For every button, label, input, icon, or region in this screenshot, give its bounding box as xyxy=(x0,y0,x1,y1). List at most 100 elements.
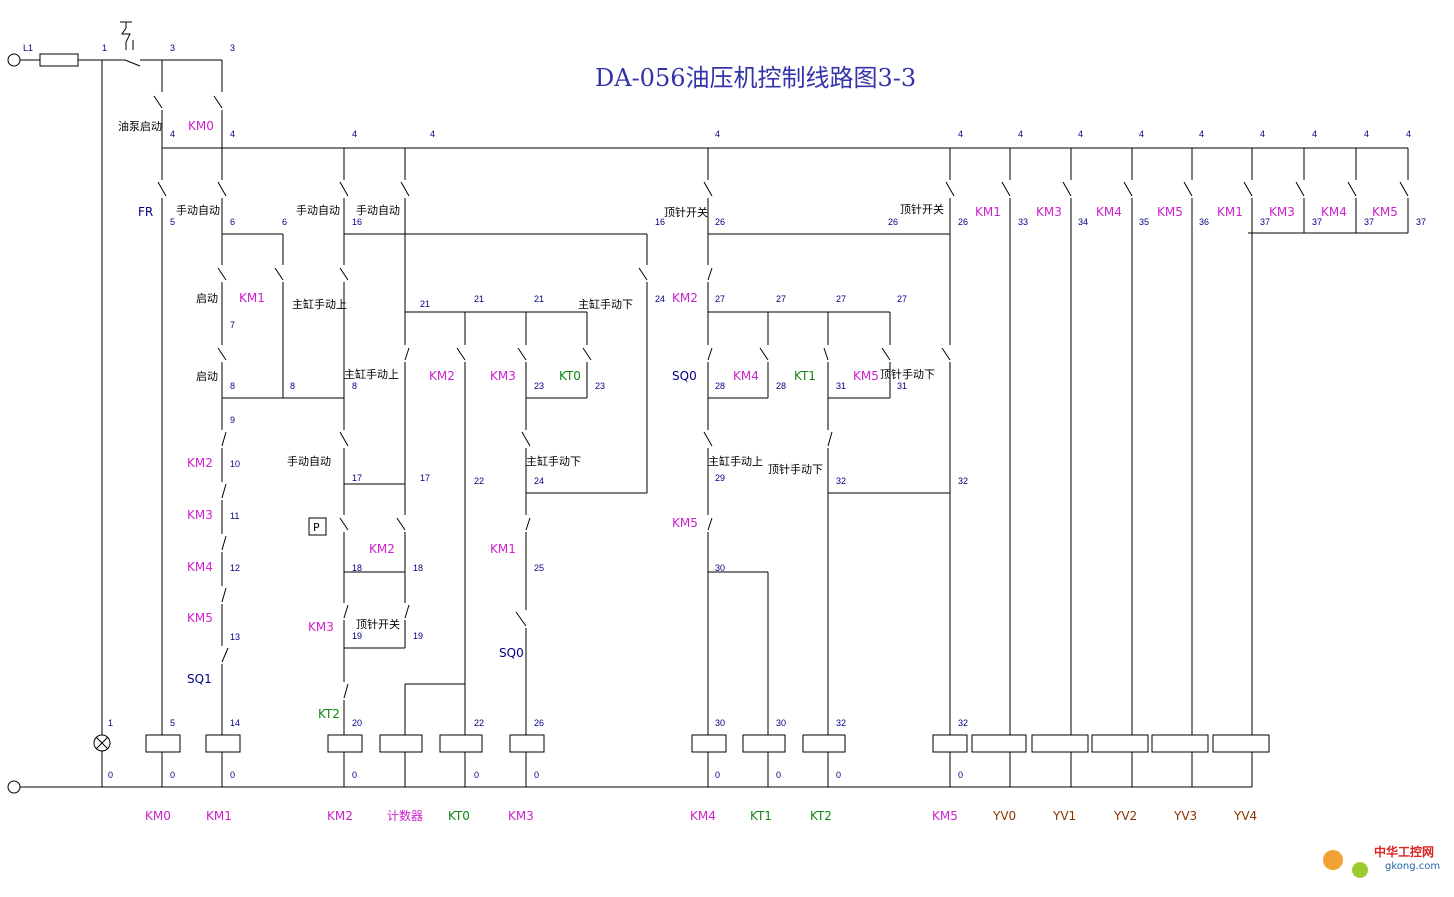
wire-5b: 5 xyxy=(170,718,175,728)
contact-km5-a: KM5 xyxy=(187,611,213,625)
label-start-1: 启动 xyxy=(196,292,218,305)
wire-3b: 3 xyxy=(230,43,235,53)
wire-0i: 0 xyxy=(836,770,841,780)
contact-sq0-a: SQ0 xyxy=(499,646,524,660)
coil-symbols xyxy=(145,734,1270,753)
wire-4b: 4 xyxy=(230,129,235,139)
wire-27a: 27 xyxy=(715,294,725,304)
wire-37d: 37 xyxy=(1416,217,1426,227)
wire-4h: 4 xyxy=(1078,129,1083,139)
switch-labels: 油泵启动 手动自动 手动自动 手动自动 启动 启动 主缸手动上 主缸手动上 手动… xyxy=(23,43,944,631)
wire-31b: 31 xyxy=(897,381,907,391)
wire-32c: 32 xyxy=(836,718,846,728)
coil-label-kt2: KT2 xyxy=(810,809,832,823)
wire-8a: 8 xyxy=(230,381,235,391)
gear-icon xyxy=(1323,850,1343,870)
wire-21b: 22 xyxy=(474,718,484,728)
coil-kt1 xyxy=(742,734,786,753)
contact-km5-d: KM5 xyxy=(1157,205,1183,219)
label-pressure-switch: P xyxy=(313,521,320,534)
label-manual-auto-1: 手动自动 xyxy=(176,203,220,217)
coil-km5 xyxy=(932,734,968,753)
contact-km1-b: KM1 xyxy=(490,542,516,556)
wire-9: 9 xyxy=(230,415,235,425)
label-start-2: 启动 xyxy=(196,370,218,383)
label-ejector-switch-2: 顶针开关 xyxy=(664,205,708,219)
wire-33: 33 xyxy=(1018,217,1028,227)
wire-16a: 17 xyxy=(352,473,362,483)
wire-17a: 18 xyxy=(352,563,362,573)
wire-26c: 26 xyxy=(958,217,968,227)
wire-4e: 4 xyxy=(715,129,720,139)
label-ejector-switch-1: 顶针开关 xyxy=(356,617,400,631)
coil-label-km1: KM1 xyxy=(206,809,232,823)
label-ejector-down-2: 顶针手动下 xyxy=(880,367,935,381)
wire-17b: 18 xyxy=(413,563,423,573)
coil-kt0 xyxy=(439,734,483,753)
label-main-cyl-down-1: 主缸手动下 xyxy=(578,297,633,311)
label-ejector-switch-3: 顶针开关 xyxy=(900,202,944,216)
label-main-cyl-up-2: 主缸手动上 xyxy=(344,367,399,381)
coil-label-km2: KM2 xyxy=(327,809,353,823)
watermark-site: gkong.com xyxy=(1385,861,1440,872)
coil-counter xyxy=(379,734,423,753)
wire-numbers: 1 3 3 4 4 4 4 4 4 4 4 4 4 4 4 4 4 5 6 6 … xyxy=(102,43,1426,780)
coil-yv0 xyxy=(971,734,1027,753)
wire-37a: 37 xyxy=(1260,217,1270,227)
wire-22b: 23 xyxy=(595,381,605,391)
wire-34: 34 xyxy=(1078,217,1088,227)
wire-7: 7 xyxy=(230,320,235,330)
wire-13: 13 xyxy=(230,632,240,642)
wire-3a: 3 xyxy=(170,43,175,53)
coil-kt2 xyxy=(802,734,846,753)
contact-km3-d: KM3 xyxy=(1036,205,1062,219)
contact-km3-b: KM3 xyxy=(308,620,334,634)
contact-km2-b: KM2 xyxy=(369,542,395,556)
wire-18a: 19 xyxy=(352,631,362,641)
wire-25: 26 xyxy=(534,718,544,728)
wire-6a: 6 xyxy=(230,217,235,227)
wire-0a: 0 xyxy=(108,770,113,780)
wire-0c: 0 xyxy=(230,770,235,780)
wire-0b: 0 xyxy=(170,770,175,780)
contact-km1-c: KM1 xyxy=(975,205,1001,219)
coil-label-km3: KM3 xyxy=(508,809,534,823)
wire-16b: 17 xyxy=(420,473,430,483)
wire-35: 35 xyxy=(1139,217,1149,227)
contact-km3-a: KM3 xyxy=(187,508,213,522)
contact-km0: KM0 xyxy=(188,119,214,133)
coil-label-kt1: KT1 xyxy=(750,809,772,823)
wire-20a: 21 xyxy=(420,299,430,309)
coil-label-yv4: YV4 xyxy=(1233,809,1257,823)
wire-26a: 26 xyxy=(715,217,725,227)
label-manual-auto-4: 手动自动 xyxy=(287,454,331,468)
label-main-cyl-down-2: 主缸手动下 xyxy=(526,454,581,468)
contact-km3-e: KM3 xyxy=(1269,205,1295,219)
coil-yv3 xyxy=(1151,734,1209,753)
wire-14: 14 xyxy=(230,718,240,728)
wire-20c: 21 xyxy=(534,294,544,304)
contact-km1-d: KM1 xyxy=(1217,205,1243,219)
contact-km5-b: KM5 xyxy=(853,369,879,383)
wire-0h: 0 xyxy=(776,770,781,780)
wire-30c: 30 xyxy=(776,718,786,728)
wire-4l: 4 xyxy=(1312,129,1317,139)
watermark: 中华工控网 gkong.com xyxy=(1323,844,1440,878)
wire-29: 29 xyxy=(715,473,725,483)
wire-0e: 0 xyxy=(474,770,479,780)
contact-km5-c: KM5 xyxy=(672,516,698,530)
coil-yv2 xyxy=(1091,734,1149,753)
wire-10: 10 xyxy=(230,459,240,469)
coil-km0 xyxy=(145,734,181,753)
wire-19: 20 xyxy=(352,718,362,728)
wire-4c: 4 xyxy=(352,129,357,139)
wire-21a: 22 xyxy=(474,476,484,486)
contact-km4-d: KM4 xyxy=(1321,205,1347,219)
contact-sq0-b: SQ0 xyxy=(672,369,697,383)
wire-4g: 4 xyxy=(1018,129,1023,139)
wire-12: 12 xyxy=(230,563,240,573)
contact-kt2-a: KT2 xyxy=(318,707,340,721)
contact-km2-d: KM2 xyxy=(672,291,698,305)
supply-wiring xyxy=(7,21,1408,794)
